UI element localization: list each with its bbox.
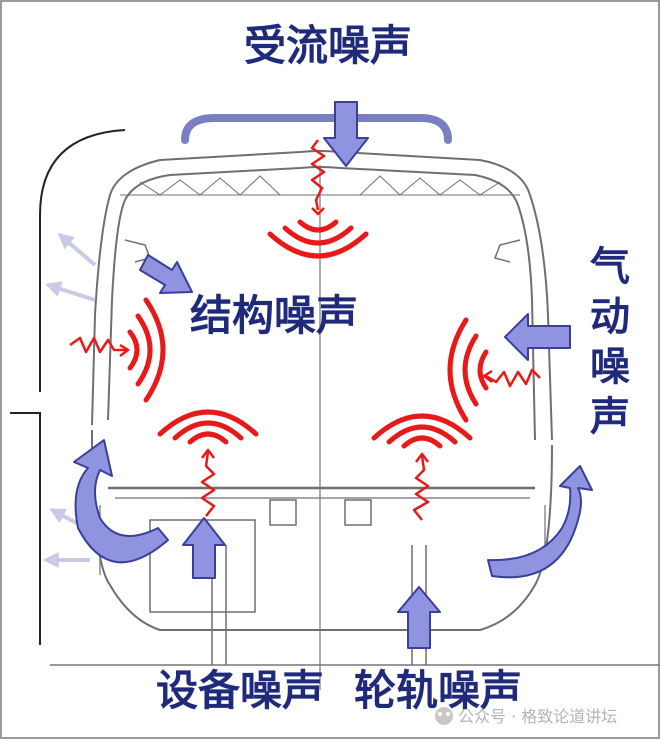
aero-char-3: 噪 bbox=[590, 344, 630, 390]
label-equipment-noise: 设备噪声 bbox=[156, 666, 324, 715]
block-arrows bbox=[139, 101, 571, 649]
bracket-icon bbox=[181, 114, 452, 144]
aero-char-4: 声 bbox=[590, 394, 630, 440]
arrow-down-right-icon bbox=[139, 254, 193, 294]
arrow-left-icon bbox=[504, 313, 571, 361]
wechat-icon bbox=[435, 707, 453, 725]
label-pantograph-noise: 受流噪声 bbox=[244, 21, 412, 70]
arrow-up-icon bbox=[397, 586, 441, 649]
watermark-text: 公众号 · 格致论道讲坛 bbox=[458, 707, 617, 726]
arrow-down-icon bbox=[323, 101, 369, 167]
curved-arrow-icon bbox=[73, 439, 593, 579]
label-wheel-rail-noise: 轮轨噪声 bbox=[354, 666, 522, 715]
aero-char-2: 动 bbox=[590, 294, 630, 340]
side-brackets bbox=[10, 129, 126, 645]
label-aero-noise: 气 动 噪 声 bbox=[590, 244, 630, 440]
arrow-up-icon bbox=[182, 517, 226, 579]
watermark: 公众号 · 格致论道讲坛 bbox=[435, 707, 617, 726]
label-structural-noise: 结构噪声 bbox=[190, 291, 358, 340]
aero-char-1: 气 bbox=[590, 244, 630, 290]
sound-wave-icon bbox=[127, 219, 489, 449]
zigzag-icon bbox=[69, 139, 541, 521]
